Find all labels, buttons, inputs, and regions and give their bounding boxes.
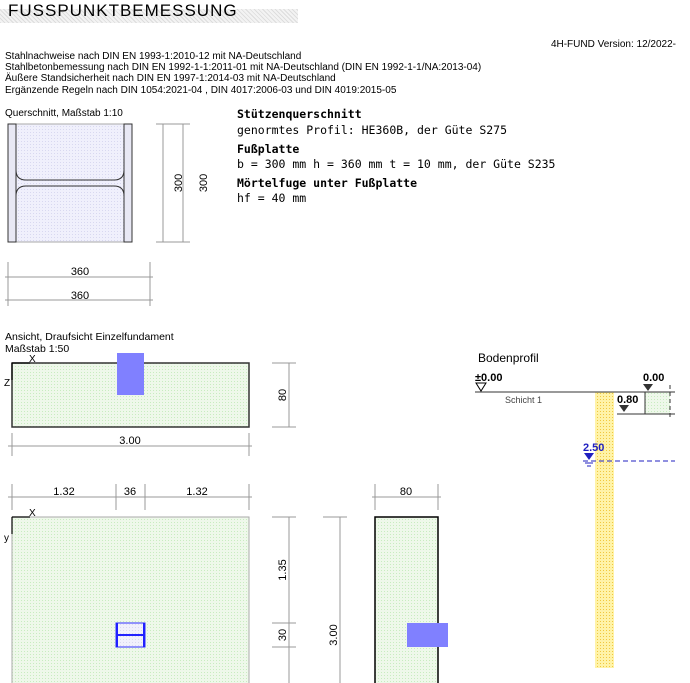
foundation-side bbox=[374, 516, 439, 683]
axis-x-label: X bbox=[29, 508, 36, 519]
version: 4H-FUND Version: 12/2022- bbox=[550, 39, 676, 50]
dim-y-column-label: 30 bbox=[277, 629, 289, 641]
column-text: genormtes Profil: HE360B, der Güte S275 bbox=[237, 123, 508, 137]
column-heading: Stützenquerschnitt bbox=[237, 107, 362, 121]
dim-y-offset-label: 1.35 bbox=[277, 559, 289, 580]
foundation-in-soil bbox=[645, 392, 670, 414]
plate-heading: Fußplatte bbox=[237, 142, 300, 156]
column-side bbox=[407, 623, 448, 647]
axis-z-label: Z bbox=[4, 378, 10, 389]
water-level-label: 2.50 bbox=[583, 442, 604, 454]
dim-side-label: 80 bbox=[400, 486, 412, 498]
axis-x-label: X bbox=[29, 354, 36, 365]
dim-height-label: 300 bbox=[173, 174, 185, 192]
dim-width-label: 360 bbox=[71, 266, 89, 278]
foundation-caption: Ansicht, Draufsicht Einzelfundament bbox=[5, 331, 174, 343]
level-marker-icon bbox=[619, 405, 629, 412]
grout-heading: Mörtelfuge unter Fußplatte bbox=[237, 176, 418, 190]
soil-layer-label: Schicht 1 bbox=[505, 395, 542, 405]
page-title: FUSSPUNKTBEMESSUNG bbox=[8, 1, 238, 20]
plate-text: b = 300 mm h = 360 mm t = 10 mm, der Güt… bbox=[237, 157, 556, 171]
soil-profile-title: Bodenprofil bbox=[478, 351, 539, 365]
top-level-label: 0.00 bbox=[643, 372, 664, 384]
level-marker-icon bbox=[475, 382, 487, 392]
norm-line: Stahlbetonbemessung nach DIN EN 1992-1-1… bbox=[5, 62, 482, 73]
dim-length-label: 3.00 bbox=[119, 435, 140, 447]
water-level-icon bbox=[584, 453, 594, 460]
ground-level-label: ±0.00 bbox=[475, 372, 502, 384]
foundation-plan bbox=[11, 516, 250, 683]
pile-column bbox=[595, 392, 614, 668]
grout-text: hf = 40 mm bbox=[237, 191, 307, 205]
axis-icon bbox=[11, 362, 30, 380]
i-beam-section bbox=[7, 123, 133, 243]
dim-width-label: 3.00 bbox=[328, 624, 340, 645]
dim-right-label: 1.32 bbox=[186, 486, 207, 498]
dim-column-label: 36 bbox=[124, 486, 136, 498]
cross-section-caption: Querschnitt, Maßstab 1:10 bbox=[5, 108, 123, 119]
norm-line: Stahlnachweise nach DIN EN 1993-1:2010-1… bbox=[5, 51, 302, 62]
dim-height-label: 300 bbox=[198, 174, 210, 192]
foundation-scale: Maßstab 1:50 bbox=[5, 343, 70, 355]
dim-left-label: 1.32 bbox=[53, 486, 74, 498]
dim-height-label: 80 bbox=[277, 389, 289, 401]
dim-width-label: 360 bbox=[71, 290, 89, 302]
axis-icon bbox=[11, 516, 30, 534]
axis-y-label: y bbox=[4, 533, 9, 544]
level-marker-icon bbox=[643, 384, 653, 391]
norm-line: Ergänzende Regeln nach DIN 1054:2021-04 … bbox=[5, 85, 397, 96]
norm-line: Äußere Standsicherheit nach DIN EN 1997-… bbox=[5, 73, 336, 84]
foundation-level-label: 0.80 bbox=[617, 394, 638, 406]
column-elevation bbox=[117, 353, 144, 395]
title-bar bbox=[0, 9, 298, 23]
